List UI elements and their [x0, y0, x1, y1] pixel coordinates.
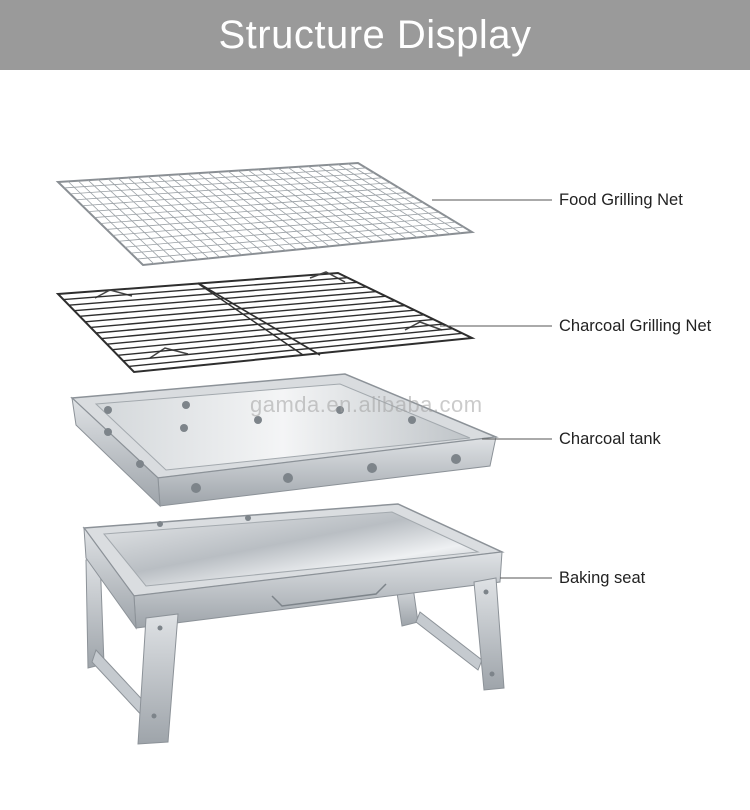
label-charcoal-tank: Charcoal tank	[559, 430, 661, 448]
label-food-grilling-net: Food Grilling Net	[559, 191, 683, 209]
watermark-text: gamda.en.alibaba.com	[250, 392, 483, 417]
page-title: Structure Display	[218, 12, 532, 57]
charcoal-grilling-net-illustration	[55, 271, 476, 374]
food-grilling-net-illustration	[55, 161, 476, 267]
baking-seat-illustration	[82, 503, 505, 745]
label-baking-seat: Baking seat	[559, 569, 646, 587]
header-banner: Structure Display	[0, 0, 750, 70]
label-charcoal-grilling-net: Charcoal Grilling Net	[559, 317, 712, 335]
charcoal-tank-illustration	[70, 373, 499, 508]
